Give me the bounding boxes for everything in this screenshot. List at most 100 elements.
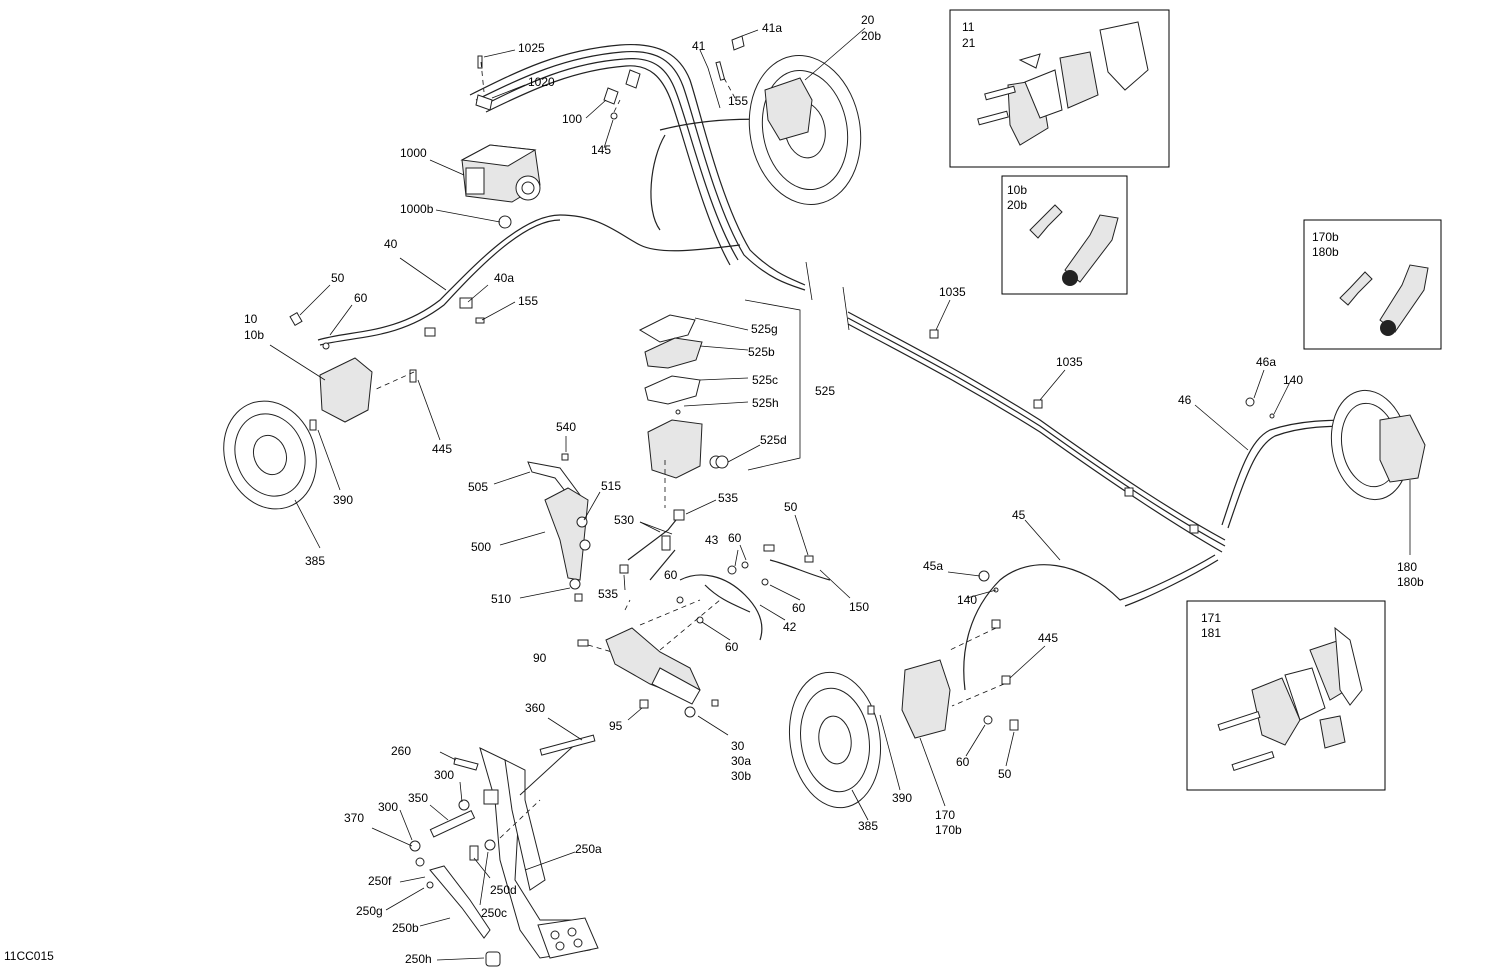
callout-41: 41 — [692, 39, 706, 53]
callout-250g: 250g — [356, 904, 383, 918]
callout-385-right: 385 — [858, 819, 878, 833]
callout-525: 525 — [815, 384, 835, 398]
callout-385-left: 385 — [305, 554, 325, 568]
callout-350: 350 — [408, 791, 428, 805]
callout-445-left: 445 — [432, 442, 452, 456]
callout-1000b: 1000b — [400, 202, 434, 216]
callout-1035-b: 1035 — [1056, 355, 1083, 369]
inset-rear-pads-label-1: 171 — [1201, 611, 1221, 625]
brake-lines — [317, 43, 1361, 691]
callout-60-d: 60 — [725, 640, 739, 654]
callout-170: 170 — [935, 808, 955, 822]
callout-445-right: 445 — [1038, 631, 1058, 645]
callout-390-left: 390 — [333, 493, 353, 507]
callout-10: 10 — [244, 312, 258, 326]
callout-60-left: 60 — [354, 291, 368, 305]
callout-50-left: 50 — [331, 271, 345, 285]
inset-front-bleeder — [1001, 175, 1128, 295]
callout-90: 90 — [533, 651, 547, 665]
inset-front-bleeder-label-2: 20b — [1007, 198, 1027, 212]
callout-250d: 250d — [490, 883, 517, 897]
callout-20: 20 — [861, 13, 875, 27]
callout-95: 95 — [609, 719, 623, 733]
inset-front-pads-label-1: 11 — [962, 20, 975, 34]
front-left-caliper-part — [319, 357, 373, 423]
inset-rear-pads-label-2: 181 — [1201, 626, 1221, 640]
abs-module-part — [460, 144, 541, 203]
rear-right-caliper-part — [1379, 414, 1426, 483]
inset-rear-bleeder — [1303, 219, 1442, 350]
callout-46a: 46a — [1256, 355, 1276, 369]
callout-535-low: 535 — [598, 587, 618, 601]
reservoir-part — [638, 314, 729, 479]
callout-525d: 525d — [760, 433, 787, 447]
callout-525c: 525c — [752, 373, 778, 387]
rear-left-caliper-part — [901, 659, 951, 739]
callout-250h: 250h — [405, 952, 432, 966]
callout-140-mid: 140 — [957, 593, 977, 607]
rear-left-disc-part — [788, 671, 882, 809]
callout-1000: 1000 — [400, 146, 427, 160]
callout-50-mid: 50 — [784, 500, 798, 514]
callout-140-right: 140 — [1283, 373, 1303, 387]
callout-530: 530 — [614, 513, 634, 527]
callout-45a: 45a — [923, 559, 943, 573]
callout-525b: 525b — [748, 345, 775, 359]
abs-nut-part — [498, 215, 512, 229]
inset-front-pads-label-2: 21 — [962, 36, 976, 50]
callout-60-b: 60 — [664, 568, 678, 582]
callout-42: 42 — [783, 620, 797, 634]
callout-300-b: 300 — [378, 800, 398, 814]
callout-60-a: 60 — [728, 531, 742, 545]
callout-60-c: 60 — [792, 601, 806, 615]
callout-100: 100 — [562, 112, 582, 126]
callout-180: 180 — [1397, 560, 1417, 574]
callout-30a: 30a — [731, 754, 751, 768]
callout-1035-a: 1035 — [939, 285, 966, 299]
callout-360: 360 — [525, 701, 545, 715]
callout-145: 145 — [591, 143, 611, 157]
callout-515: 515 — [601, 479, 621, 493]
inset-front-bleeder-label-1: 10b — [1007, 183, 1027, 197]
inset-rear-bleeder-label-2: 180b — [1312, 245, 1339, 259]
front-right-caliper-part — [764, 77, 813, 141]
callout-30: 30 — [731, 739, 745, 753]
callout-170b: 170b — [935, 823, 962, 837]
callout-150: 150 — [849, 600, 869, 614]
callout-30b: 30b — [731, 769, 751, 783]
callout-60-right: 60 — [956, 755, 970, 769]
callout-250a: 250a — [575, 842, 602, 856]
master-cylinder-part — [605, 627, 701, 718]
callout-260: 260 — [391, 744, 411, 758]
callout-525h: 525h — [752, 396, 779, 410]
brake-pedal-part — [479, 747, 599, 959]
callout-250f: 250f — [368, 874, 392, 888]
inset-front-pads — [949, 9, 1170, 168]
callout-505: 505 — [468, 480, 488, 494]
callout-250c: 250c — [481, 906, 507, 920]
callout-390-right: 390 — [892, 791, 912, 805]
callout-46: 46 — [1178, 393, 1192, 407]
callout-155-mid: 155 — [518, 294, 538, 308]
callout-370: 370 — [344, 811, 364, 825]
leader-lines — [269, 27, 1411, 961]
front-left-disc-part — [223, 400, 317, 510]
callout-20b: 20b — [861, 29, 881, 43]
callout-40a: 40a — [494, 271, 514, 285]
callout-50-right: 50 — [998, 767, 1012, 781]
inset-rear-pads — [1186, 600, 1386, 791]
callout-40: 40 — [384, 237, 398, 251]
callout-1020: 1020 — [528, 75, 555, 89]
diagram-code: 11CC015 — [4, 949, 54, 963]
callout-250b: 250b — [392, 921, 419, 935]
callout-1025: 1025 — [518, 41, 545, 55]
bracket-500-part — [544, 487, 589, 581]
callout-510: 510 — [491, 592, 511, 606]
parts-artwork — [223, 35, 1426, 967]
callout-45: 45 — [1012, 508, 1026, 522]
callout-180b: 180b — [1397, 575, 1424, 589]
inset-rear-bleeder-label-1: 170b — [1312, 230, 1339, 244]
callout-525g: 525g — [751, 322, 778, 336]
callout-41a: 41a — [762, 21, 782, 35]
